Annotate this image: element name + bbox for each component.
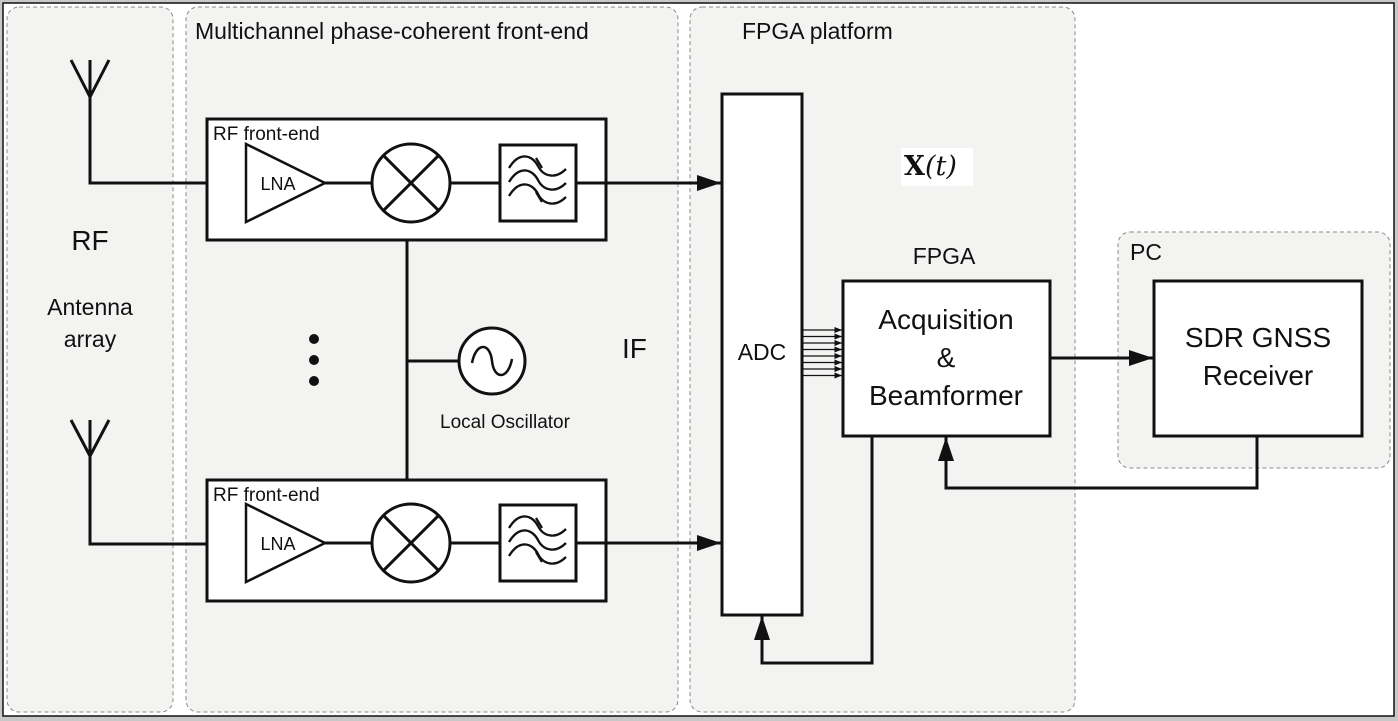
adc-block[interactable]: ADC	[720, 92, 804, 617]
fpga-line-2: &	[937, 342, 956, 373]
mixer-icon-top	[370, 142, 452, 224]
svg-text:X(t): X(t)	[904, 151, 957, 182]
signal-vector-label: X(t)	[901, 148, 973, 186]
local-oscillator-label: Local Oscillator	[440, 412, 571, 433]
lna-label-top: LNA	[260, 174, 295, 194]
rf-frontend-block-top[interactable]: RF front-end LNA	[205, 117, 608, 242]
rf-frontend-block-bottom[interactable]: RF front-end LNA	[205, 478, 608, 603]
frontend-title: Multichannel phase-coherent front-end	[195, 18, 589, 44]
if-label: IF	[622, 333, 647, 364]
lna-icon-top	[244, 141, 328, 225]
mixer-icon-bottom	[370, 502, 452, 584]
sdr-line-2: Receiver	[1203, 360, 1313, 391]
rf-frontend-title-top: RF front-end	[213, 124, 320, 145]
antenna-array-label-1: Antenna	[47, 294, 133, 320]
fpga-platform-title: FPGA platform	[742, 18, 893, 44]
fpga-block[interactable]: Acquisition & Beamformer	[841, 279, 1052, 438]
bandpass-filter-icon-bottom	[498, 503, 578, 583]
lna-label-bottom: LNA	[260, 534, 295, 554]
sdr-line-1: SDR GNSS	[1185, 322, 1331, 353]
bandpass-filter-icon-top	[498, 143, 578, 223]
sdr-gnss-receiver-block[interactable]: SDR GNSS Receiver	[1152, 279, 1364, 438]
fpga-to-adc-feedback	[754, 436, 874, 665]
fpga-caption: FPGA	[913, 243, 976, 269]
antenna-icon-top	[69, 59, 111, 184]
pc-title: PC	[1130, 239, 1162, 265]
lna-icon-bottom	[244, 501, 328, 585]
more-channels-ellipsis	[309, 334, 319, 386]
rf-label: RF	[71, 225, 108, 256]
sdr-to-fpga-feedback	[938, 436, 1259, 490]
antenna-icon-bottom	[69, 419, 111, 544]
fpga-line-3: Beamformer	[869, 380, 1023, 411]
adc-label: ADC	[738, 339, 787, 365]
rf-frontend-title-bottom: RF front-end	[213, 485, 320, 506]
antenna-array-label-2: array	[64, 326, 117, 352]
fpga-line-1: Acquisition	[878, 304, 1013, 335]
adc-output-bus	[803, 327, 842, 379]
local-oscillator-icon[interactable]	[457, 326, 527, 396]
